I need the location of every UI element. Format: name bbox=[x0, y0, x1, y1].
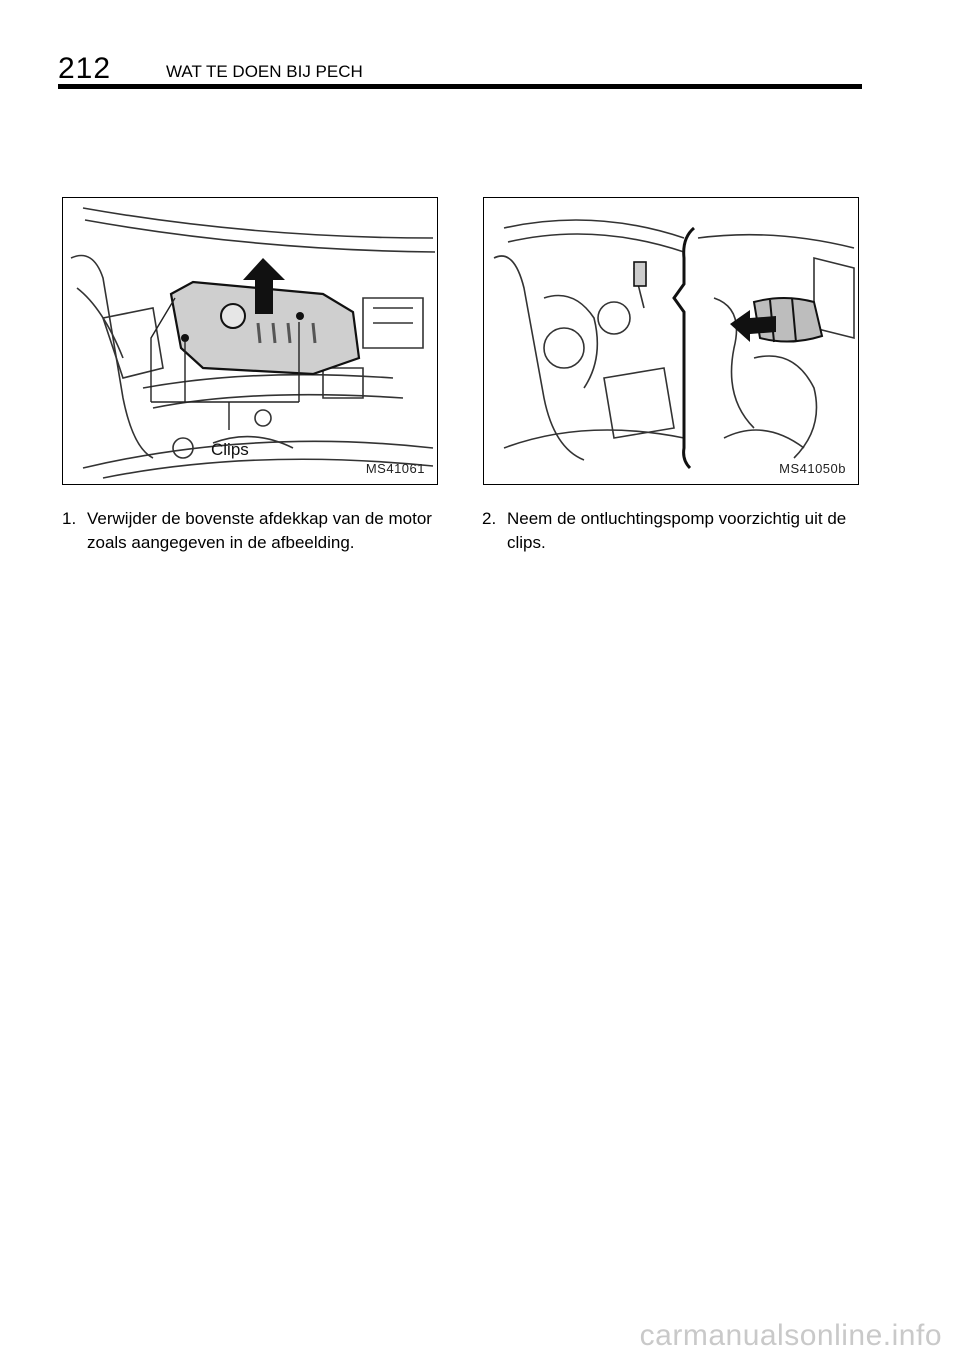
step-2: 2. Neem de ontluchtingspomp voorzichtig … bbox=[482, 507, 872, 555]
step-number: 1. bbox=[62, 509, 77, 528]
clips-label: Clips bbox=[211, 440, 249, 459]
watermark: carmanualsonline.info bbox=[639, 1319, 942, 1352]
bleed-pump-illustration bbox=[493, 219, 855, 470]
step-1: 1. Verwijder de bovenste afdekkap van de… bbox=[62, 507, 452, 555]
figure-code: MS41050b bbox=[779, 461, 846, 476]
header-rule bbox=[58, 84, 862, 89]
figure-engine-cover: Clips MS41061 bbox=[62, 197, 438, 485]
figure-code: MS41061 bbox=[365, 461, 425, 476]
engine-cover-illustration bbox=[70, 207, 436, 479]
step-number: 2. bbox=[482, 509, 497, 528]
running-title: WAT TE DOEN BIJ PECH bbox=[166, 62, 363, 81]
figure-bleed-pump: MS41050b bbox=[483, 197, 859, 485]
page-number: 212 bbox=[58, 52, 112, 85]
step-text: Neem de ontluchtingspomp voorzichtig uit… bbox=[507, 509, 847, 552]
step-text: Verwijder de bovenste afdekkap van de mo… bbox=[87, 509, 432, 552]
